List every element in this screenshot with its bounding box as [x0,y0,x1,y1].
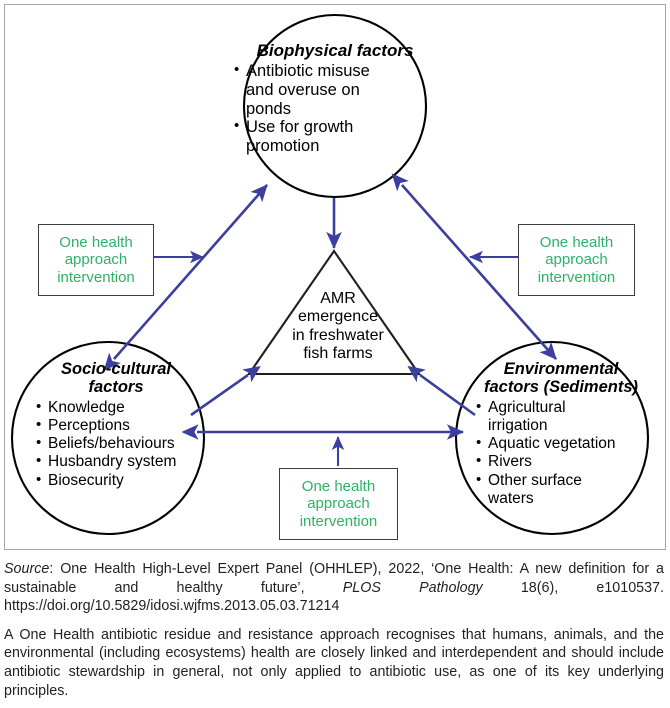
source-text-post: 18(6), e1010537. https://doi.org/10.5829… [4,579,664,615]
list-item: Beliefs/behaviours [35,434,209,453]
list-item: Perceptions [35,416,209,435]
list-item: Antibiotic misuse and overuse on ponds [233,61,437,118]
source-label: Source [4,561,50,577]
arrow-biophysical-environmental [391,173,557,360]
source-separator: : [49,561,61,577]
list-item: Biosecurity [35,471,209,490]
list-item: Use for growth promotion [233,117,437,156]
caption-area: Source: One Health High-Level Expert Pan… [4,560,666,701]
node-socio-cultural-list: Knowledge Perceptions Beliefs/behaviours… [23,398,209,490]
list-item: Agricultural irrigation [475,398,656,436]
node-socio-cultural-text: Socio-cultural factors Knowledge Percept… [23,360,209,490]
arrow-base-right-to-environmental [407,365,476,417]
arrow-biophysical-socio [103,184,268,371]
node-environmental-list: Agricultural irrigation Aquatic vegetati… [466,398,656,509]
source-text-pre: One Health High-Level Expert Panel (OHHL… [4,561,664,596]
source-journal: PLOS Pathology [342,579,483,596]
node-socio-cultural-title: Socio-cultural factors [60,360,171,396]
node-environmental-text: Environmental factors (Sediments) Agricu… [466,360,656,509]
list-item: Rivers [475,452,656,471]
list-item: Other surface waters [475,471,656,509]
list-item: Knowledge [35,398,209,417]
node-environmental-title: Environmental factors (Sediments) [483,360,639,396]
center-triangle [246,249,422,376]
intervention-box-bottom[interactable]: One health approach intervention [279,468,398,540]
node-biophysical-title: Biophysical factors [256,41,414,60]
list-item: Husbandry system [35,452,209,471]
node-biophysical-text: Biophysical factors Antibiotic misuse an… [233,41,437,156]
center-triangle-label: AMR emergence in freshwater fish farms [292,290,384,363]
caption-body: A One Health antibiotic residue and resi… [4,626,664,699]
node-biophysical-list: Antibiotic misuse and overuse on ponds U… [233,61,437,156]
intervention-box-right[interactable]: One health approach intervention [518,224,635,296]
figure-frame: Biophysical factors Antibiotic misuse an… [4,4,666,550]
source-citation: Source: One Health High-Level Expert Pan… [4,560,666,616]
list-item: Aquatic vegetation [475,434,656,453]
intervention-box-left[interactable]: One health approach intervention [38,224,154,296]
